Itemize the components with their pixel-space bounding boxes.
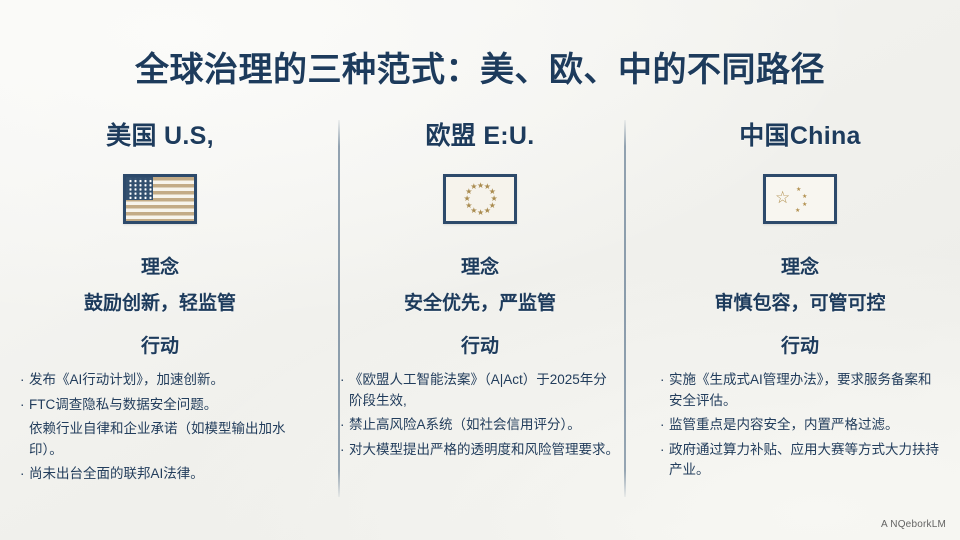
bullet-text: 实施《生成式AI管理办法》，要求服务备案和安全评估。 [669,372,932,408]
column-european-union: 欧盟 E:U. ★★★★★★★★★★★★ 理念 安全优先，严监管 行动 · 《欧… [320,112,640,502]
eu-flag-star-3: ★ [488,187,496,197]
concept-text-us: 鼓励创新，轻监管 [83,293,236,314]
bullet-marker: · [20,372,25,387]
list-item: · 实施《生成式AI管理办法》，要求服务备案和安全评估。 [660,370,940,411]
cn-flag-field [766,177,834,221]
bullet-marker: · [660,417,665,433]
flag-wrap-us [123,168,197,230]
column-china: 中国China ☆ ★ ★ ★ ★ 理念 审慎包容，可管可控 行动 · 实施《生… [640,112,960,502]
column-united-states: 美国 U.S, 理念 鼓励创新，轻监管 行动 · 发布《AI行动计划》，加速创新… [0,112,320,502]
bullet-text: 监管重点是内容安全，内置严格过滤。 [669,417,899,433]
bullet-text: 尚未出台全面的联邦AI法律。 [29,466,204,482]
eu-flag-star-7: ★ [477,207,485,217]
country-name-us: 美国 U.S, [106,122,214,150]
eu-flag-star-11: ★ [465,187,473,197]
flag-wrap-cn: ☆ ★ ★ ★ ★ [763,168,837,230]
us-flag-canton [126,177,154,201]
list-item: 依赖行业自律和企业承诺（如模型输出加水印）。 [20,419,300,460]
bullet-text: 对大模型提出严格的透明度和风险管理要求。 [349,441,619,457]
list-item: · FTC调查隐私与数据安全问题。 [20,395,300,416]
bullet-list-cn: · 实施《生成式AI管理办法》，要求服务备案和安全评估。 · 监管重点是内容安全… [654,370,946,485]
eu-flag-star-10: ★ [463,194,471,203]
bullet-text: 发布《AI行动计划》，加速创新。 [29,372,225,387]
list-item: · 发布《AI行动计划》，加速创新。 [20,370,300,391]
eu-flag-star-1: ★ [477,180,485,190]
cn-flag-icon: ☆ ★ ★ ★ ★ [763,174,837,224]
bullet-text: 政府通过算力补贴、应用大赛等方式大力扶持产业。 [669,441,939,478]
bullet-marker: · [660,441,665,457]
country-name-cn: 中国China [739,122,861,150]
country-name-eu: 欧盟 E:U. [425,122,535,150]
cn-flag-small-star-4: ★ [795,208,801,214]
us-flag-stars [127,178,153,200]
concept-text-cn: 审慎包容，可管可控 [714,293,886,314]
cn-flag-small-star-2: ★ [802,194,808,200]
bullet-list-us: · 发布《AI行动计划》，加速创新。 · FTC调查隐私与数据安全问题。 依赖行… [14,370,306,489]
list-item: · 监管重点是内容安全，内置严格过滤。 [660,415,940,436]
bullet-marker: · [20,396,25,412]
eu-flag-star-5: ★ [488,200,496,210]
concept-heading-cn: 理念 [780,257,819,278]
column-divider-2 [624,120,626,497]
bullet-text: 《欧盟人工智能法案》（A|Act）于2025年分阶段生效, [349,372,607,408]
eu-flag-star-9: ★ [465,200,473,210]
cn-flag-small-star-3: ★ [802,202,808,208]
bullet-marker: · [660,372,665,387]
flag-wrap-eu: ★★★★★★★★★★★★ [443,168,517,230]
bullet-list-eu: · 《欧盟人工智能法案》（A|Act）于2025年分阶段生效, · 禁止高风险A… [334,370,626,464]
action-heading-eu: 行动 [460,336,499,357]
bullet-text: FTC调查隐私与数据安全问题。 [29,396,218,412]
eu-flag-star-2: ★ [483,182,491,192]
bullet-marker: · [20,466,25,482]
bullet-marker: · [340,372,345,387]
page-title: 全球治理的三种范式：美、欧、中的不同路径 [135,51,825,89]
cn-flag-large-star: ☆ [775,188,791,207]
concept-text-eu: 安全优先，严监管 [403,293,556,314]
list-item: · 尚未出台全面的联邦AI法律。 [20,464,300,485]
bullet-marker: · [340,441,345,457]
columns-container: 美国 U.S, 理念 鼓励创新，轻监管 行动 · 发布《AI行动计划》，加速创新… [0,112,960,502]
eu-flag-star-6: ★ [483,205,491,215]
eu-flag-star-4: ★ [490,194,498,203]
list-item: · 对大模型提出严格的透明度和风险管理要求。 [340,440,620,461]
bullet-text: 依赖行业自律和企业承诺（如模型输出加水印）。 [29,421,286,457]
concept-heading-eu: 理念 [460,257,499,278]
action-heading-cn: 行动 [780,336,819,357]
cn-flag-small-star-1: ★ [796,187,802,193]
action-heading-us: 行动 [140,336,179,357]
eu-flag-star-8: ★ [470,205,478,215]
watermark-label: A NQeborkLM [880,519,946,530]
list-item: · 政府通过算力补贴、应用大赛等方式大力扶持产业。 [660,440,940,481]
list-item: · 禁止高风险A系统（如社会信用评分）。 [340,415,620,436]
bullet-marker: · [340,417,345,433]
list-item: · 《欧盟人工智能法案》（A|Act）于2025年分阶段生效, [340,370,620,411]
bullet-text: 禁止高风险A系统（如社会信用评分）。 [349,417,581,433]
eu-flag-icon: ★★★★★★★★★★★★ [443,174,517,224]
eu-flag-star-12: ★ [470,182,478,192]
concept-heading-us: 理念 [140,257,179,278]
us-flag-icon [123,174,197,224]
column-divider-1 [338,120,340,497]
eu-flag-field [446,177,514,221]
